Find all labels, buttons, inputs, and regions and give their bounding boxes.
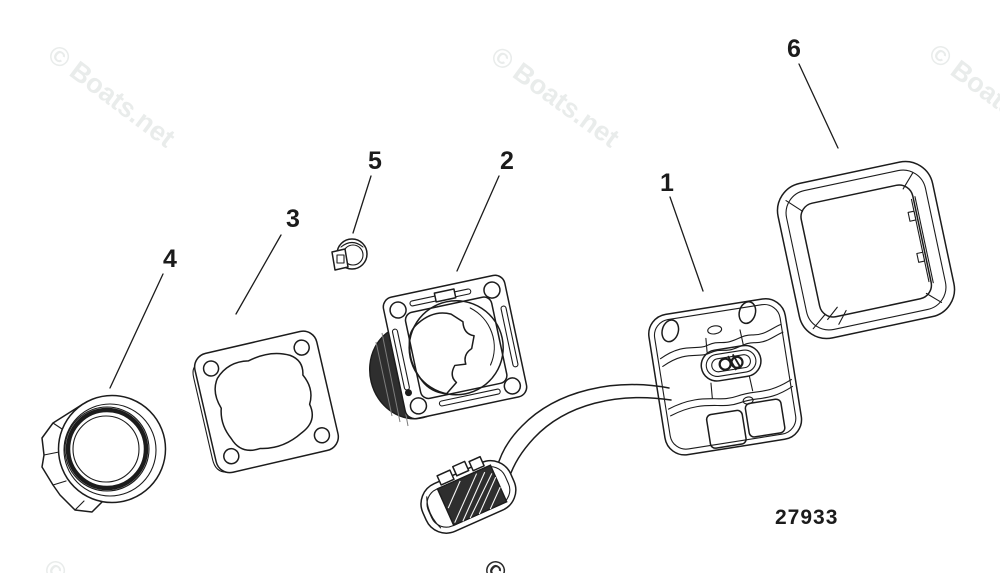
connector-pin-block [436,464,508,527]
callout-1-leader [669,196,704,292]
callout-5-label[interactable]: 5 [368,147,382,175]
knob-lens-rim [64,406,150,492]
cover-bezel-line [785,169,947,331]
knob-ring-inner-edge [63,403,157,497]
cable-lower-line [508,396,672,479]
callout-6-leader [798,63,839,149]
plate-inner-arc [469,307,495,366]
callout-3-leader [235,234,282,315]
watermark-bottom-left: © Boats.net [38,553,176,573]
keypad-outer-edge [648,298,803,456]
callout-4-label[interactable]: 4 [163,245,177,273]
keypad-screw-hole-left [661,319,680,343]
gasket-outer-edge [193,330,340,474]
watermark-top-left: © Boats.net [42,39,180,153]
callout-4-leader [109,273,164,389]
gasket-corner-holes [202,339,331,465]
clip-tab-inner [336,254,345,264]
keypad-upper-band [659,323,784,368]
callout-5-leader [352,175,372,234]
watermark-top-right: © Boats.net [923,38,1000,152]
clip-tab [331,248,349,271]
cover-opening [800,184,933,318]
watermark-bottom-center: © Boats.net [478,553,616,573]
plate-cutout-shape [408,312,475,395]
plate-slot-pin [404,389,412,397]
callout-3-label[interactable]: 3 [286,205,300,233]
part-6-cover-bezel [776,160,956,340]
keypad-lower-band [667,378,794,417]
plate-corner-holes [389,281,522,415]
plate-inner-frame [404,296,508,400]
watermark-top-center: © Boats.net [485,41,624,154]
cable-upper-line [496,383,670,469]
connector-pin-hatching [447,471,501,523]
part-3-gasket [192,330,340,474]
gasket-cutout-shape [214,352,314,452]
keypad-center-glyph [718,353,744,371]
callout-6-label[interactable]: 6 [787,35,801,63]
part-4-knob-bezel [41,394,167,513]
clip-slot-line [340,241,364,248]
knob-lens-dark-ring [65,407,149,491]
keypad-button-bottom-right[interactable] [744,398,786,438]
part-1-control-keypad [648,298,803,456]
callout-2-leader [456,175,500,272]
keypad-button-bottom-left[interactable] [705,409,747,449]
cover-right-edge-detail [907,196,934,284]
knob-lens-face [72,415,140,483]
plate-top-notch [433,288,457,303]
cover-outer-edge [776,160,956,340]
callout-1-label[interactable]: 1 [660,169,674,197]
wiring-harness [420,383,672,534]
connector-latch-tabs [436,455,485,486]
callout-2-label[interactable]: 2 [500,147,514,175]
cover-corner-seams [785,172,943,330]
part-2-mounting-plate [368,274,528,427]
part-5-retaining-clip [331,238,368,271]
keypad-button-dividers [705,329,754,399]
diagram-part-number: 27933 [775,506,838,529]
connector-plug [420,455,517,534]
keypad-center-button-cluster[interactable] [699,343,763,383]
keypad-screw-hole-right [738,301,757,325]
callouts: 1 2 3 4 5 6 [109,35,839,389]
